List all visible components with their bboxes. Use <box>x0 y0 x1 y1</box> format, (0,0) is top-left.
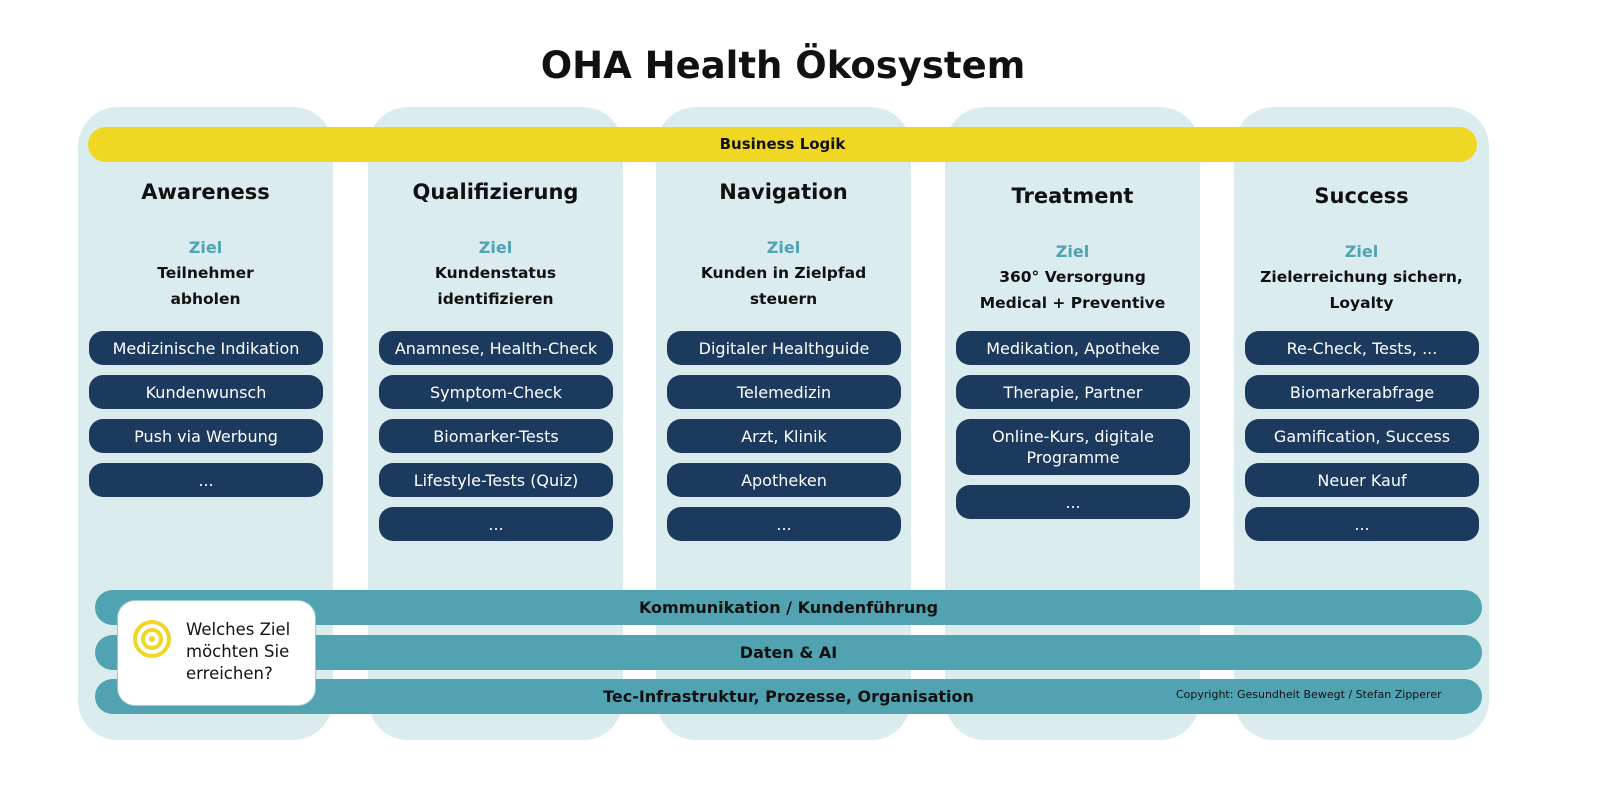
column-item[interactable]: ... <box>1245 507 1479 541</box>
callout-text: Welches Ziel möchten Sie erreichen? <box>186 620 291 683</box>
ziel-label: Ziel <box>188 238 223 257</box>
column-item[interactable]: Re-Check, Tests, ... <box>1245 331 1479 365</box>
goal-line: Zielerreichung sichern, <box>1260 268 1463 286</box>
column-item[interactable]: Anamnese, Health-Check <box>379 331 613 365</box>
business-logic-bar: Business Logik <box>88 127 1477 162</box>
column-item[interactable]: ... <box>89 463 323 497</box>
column-item[interactable]: Push via Werbung <box>89 419 323 453</box>
goal-line: 360° Versorgung <box>999 268 1146 286</box>
column-item[interactable]: ... <box>379 507 613 541</box>
ziel-label: Ziel <box>478 238 513 257</box>
goal-line: Loyalty <box>1329 294 1394 312</box>
goal-line: Kunden in Zielpfad <box>700 264 867 282</box>
column-item[interactable]: Digitaler Healthguide <box>667 331 901 365</box>
column-title: Awareness <box>141 180 270 204</box>
column-title: Navigation <box>719 180 848 204</box>
column-item[interactable]: Therapie, Partner <box>956 375 1190 409</box>
target-icon <box>133 620 171 658</box>
column-title: Success <box>1314 184 1409 208</box>
ziel-label: Ziel <box>1055 242 1090 261</box>
column-item[interactable]: Medikation, Apotheke <box>956 331 1190 365</box>
goal-line: Kundenstatus <box>434 264 557 282</box>
goal-line: Medical + Preventive <box>979 294 1166 312</box>
column-item[interactable]: ... <box>667 507 901 541</box>
goal-line: identifizieren <box>437 290 554 308</box>
column-item[interactable]: Symptom-Check <box>379 375 613 409</box>
column-item[interactable]: Neuer Kauf <box>1245 463 1479 497</box>
column-item[interactable]: Telemedizin <box>667 375 901 409</box>
column-item[interactable]: Lifestyle-Tests (Quiz) <box>379 463 613 497</box>
column-item[interactable]: Gamification, Success <box>1245 419 1479 453</box>
column-goal: Zielerreichung sichern, Loyalty <box>1234 264 1489 316</box>
column-item[interactable]: Arzt, Klinik <box>667 419 901 453</box>
column-item[interactable]: Kundenwunsch <box>89 375 323 409</box>
column-goal: Kundenstatus identifizieren <box>368 260 623 312</box>
column-item[interactable]: Medizinische Indikation <box>89 331 323 365</box>
column-title: Qualifizierung <box>412 180 579 204</box>
column-item[interactable]: Online-Kurs, digitale Programme <box>956 419 1190 475</box>
layer-communication: Kommunikation / Kundenführung <box>95 590 1482 625</box>
ziel-label: Ziel <box>1344 242 1379 261</box>
column-item[interactable]: Apotheken <box>667 463 901 497</box>
column-item[interactable]: Biomarkerabfrage <box>1245 375 1479 409</box>
goal-line: abholen <box>170 290 241 308</box>
page-title: OHA Health Ökosystem <box>540 44 1026 87</box>
callout-box: Welches Ziel möchten Sie erreichen? <box>117 600 316 706</box>
column-goal: Teilnehmer abholen <box>78 260 333 312</box>
ziel-label: Ziel <box>766 238 801 257</box>
column-item[interactable]: ... <box>956 485 1190 519</box>
column-goal: Kunden in Zielpfad steuern <box>656 260 911 312</box>
goal-line: steuern <box>749 290 818 308</box>
copyright: Copyright: Gesundheit Bewegt / Stefan Zi… <box>1176 688 1442 701</box>
layer-infrastructure: Tec-Infrastruktur, Prozesse, Organisatio… <box>95 679 1482 714</box>
goal-line: Teilnehmer <box>157 264 254 282</box>
layer-data-ai: Daten & AI <box>95 635 1482 670</box>
column-title: Treatment <box>1011 184 1134 208</box>
column-item[interactable]: Biomarker-Tests <box>379 419 613 453</box>
